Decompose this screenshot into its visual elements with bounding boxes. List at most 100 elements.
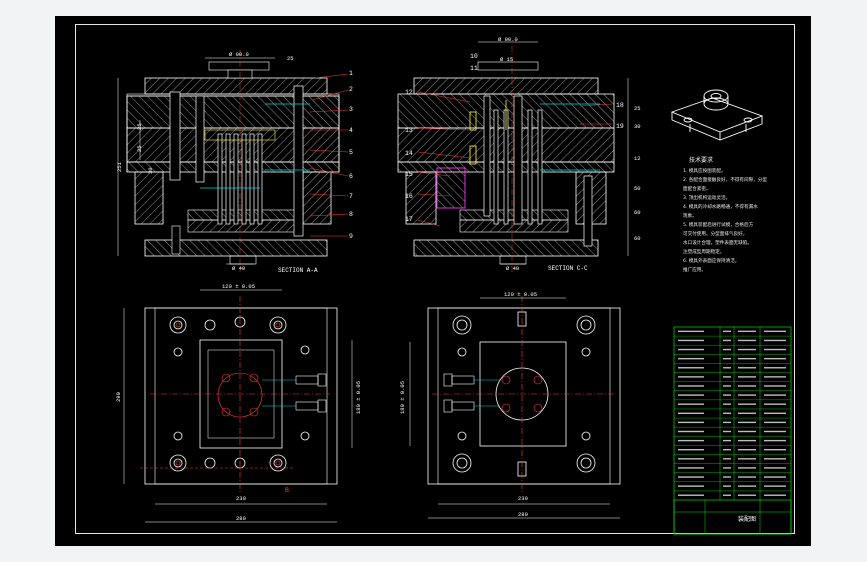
section-marker-b: B <box>285 487 289 494</box>
bom-cell-text <box>738 467 756 469</box>
callout-19: 19 <box>616 123 624 130</box>
right-side-dim-1: 25 <box>634 105 641 112</box>
bom-cell-text <box>738 458 756 460</box>
plan-left-top-dim: 120 ± 0.05 <box>222 283 255 290</box>
plan-left-width-outer: 280 <box>236 515 246 522</box>
bom-cell-text <box>738 494 756 496</box>
bom-cell-text <box>738 449 756 451</box>
bom-cell-text <box>738 412 756 414</box>
bom-cell-text <box>723 385 731 387</box>
bom-cell-text <box>678 494 704 496</box>
bom-cell-text <box>738 403 756 405</box>
right-side-dim-4: 50 <box>634 185 641 192</box>
bom-cell-text <box>738 357 756 360</box>
callout-9: 9 <box>349 233 353 240</box>
notes-title: 技术要求 <box>689 157 714 164</box>
bom-cell-text <box>764 476 786 478</box>
plan-left-labels: 120 ± 0.05 180 ± 0.05 290 230 280 B <box>115 283 362 522</box>
bom-cell-text <box>764 367 786 369</box>
plan-left-width-inner: 230 <box>236 495 246 502</box>
left-side-dim-2: 25 <box>136 145 143 152</box>
plan-right-top-dim: 120 ± 0.05 <box>504 291 537 298</box>
bom-cell-text <box>723 339 731 342</box>
bom-cell-text <box>764 385 786 387</box>
left-overall-dim: 251 <box>116 161 123 172</box>
callout-5: 5 <box>349 149 353 156</box>
section-a-a-labels: Ø 90.0 25 25 25 30 251 Ø 40 SECTION A-A … <box>116 51 353 274</box>
bom-cell-text <box>723 449 731 451</box>
bom-cell-text <box>678 330 704 333</box>
bom-cell-text <box>723 394 731 396</box>
callout-2: 2 <box>349 86 353 93</box>
drawing-border <box>75 24 795 534</box>
callout-13: 13 <box>405 127 413 134</box>
bill-of-materials-table: 装配图 <box>673 326 792 535</box>
note-line: 水口设计合理，塑件表面无缺陷。 <box>683 241 752 246</box>
bom-cell-text <box>764 339 786 342</box>
callout-14: 14 <box>405 150 413 157</box>
bom-cell-text <box>738 348 756 351</box>
plan-right-side-dim: 180 ± 0.05 <box>399 381 406 414</box>
note-line: 注塑成型周期稳定。 <box>683 250 725 255</box>
note-line: 6. 模具外表面应保持清洁， <box>683 259 740 264</box>
right-top-dim: Ø 90.0 <box>498 36 518 43</box>
bom-cell-text <box>678 430 704 433</box>
bom-cell-text <box>678 476 704 478</box>
note-line: 推广应用。 <box>683 268 706 273</box>
bom-cell-text <box>764 412 786 414</box>
bom-cell-text <box>764 357 786 360</box>
bom-cell-text <box>723 485 731 487</box>
right-side-dim-2: 30 <box>634 123 641 130</box>
plan-right-width-inner: 230 <box>518 495 528 502</box>
title-block-label: 装配图 <box>738 515 756 523</box>
left-top-dim: Ø 90.0 <box>229 51 249 58</box>
note-line: 2. 各配合面接触良好，不得有间隙，分型 <box>683 178 767 183</box>
bom-cell-text <box>678 449 704 451</box>
bom-cell-text <box>764 485 786 487</box>
bom-cell-text <box>723 403 731 405</box>
plan-view-left <box>123 289 353 523</box>
bom-cell-text <box>764 430 786 433</box>
right-top-dim-2: Ø 15 <box>500 56 513 63</box>
note-line: 4. 模具的冷却水路畅通，不得有漏水 <box>683 205 758 210</box>
section-a-a-view <box>117 50 349 272</box>
bom-cell-text <box>764 421 786 424</box>
bom-cell-text <box>678 467 704 469</box>
note-line: 3. 顶出机构运动灵活。 <box>683 196 731 201</box>
note-line: 现象。 <box>683 214 697 219</box>
bom-cell-text <box>723 494 731 496</box>
callout-12: 12 <box>405 89 413 96</box>
callout-4: 4 <box>349 127 353 134</box>
bom-cell-text <box>764 376 786 378</box>
left-bottom-dim: Ø 40 <box>232 265 245 272</box>
section-c-c-view <box>397 41 629 272</box>
note-line: 可交付使用。分型面排气良好， <box>683 232 748 237</box>
bom-cell-text <box>678 485 704 487</box>
bom-cell-text <box>738 476 756 478</box>
bom-cell-text <box>723 476 731 478</box>
bom-cell-text <box>723 330 731 333</box>
bom-cell-text <box>723 357 731 360</box>
bom-cell-text <box>723 458 731 460</box>
callout-18: 18 <box>616 102 624 109</box>
bom-cell-text <box>738 367 756 369</box>
bom-cell-text <box>738 376 756 378</box>
bom-cell-text <box>678 367 704 369</box>
plan-view-right <box>409 296 621 519</box>
bom-cell-text <box>764 494 786 496</box>
right-side-dim-5: 60 <box>634 209 641 216</box>
right-side-dim-6: 60 <box>634 235 641 242</box>
callout-16: 16 <box>405 193 413 200</box>
plan-right-width-outer: 280 <box>518 511 528 518</box>
callout-11: 11 <box>470 65 478 72</box>
bom-cell-text <box>723 367 731 369</box>
part-isometric-view <box>670 89 764 141</box>
bom-cell-text <box>723 430 731 433</box>
bom-cell-text <box>738 330 756 333</box>
callout-10: 10 <box>470 53 478 60</box>
note-line: 面配合紧密。 <box>683 187 711 192</box>
section-a-a-title: SECTION A-A <box>278 267 318 274</box>
bom-cell-text <box>678 403 704 405</box>
bom-cell-text <box>723 348 731 351</box>
